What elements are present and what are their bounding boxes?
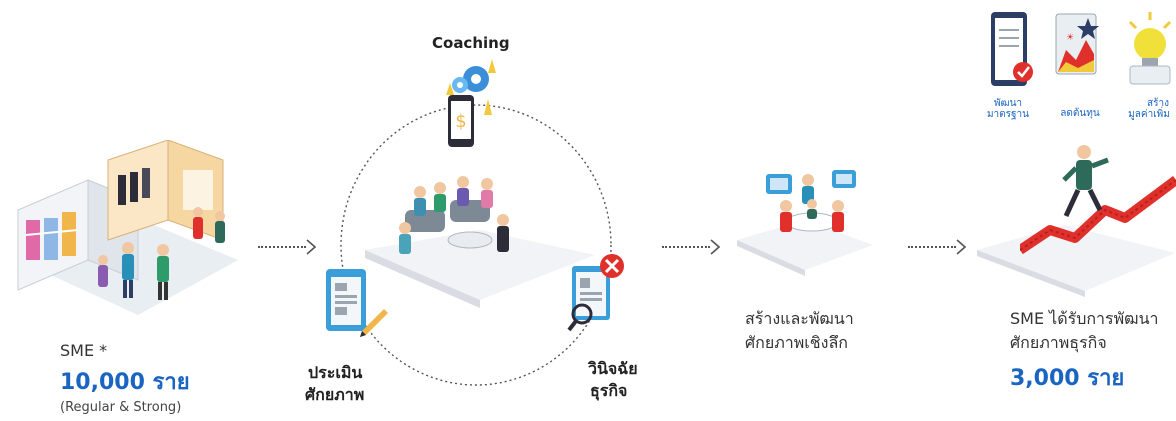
coaching-label: Coaching xyxy=(432,34,510,52)
benefit-standard-label-line1: พัฒนา xyxy=(993,98,1023,109)
value-lightbulb-icon xyxy=(1122,10,1176,90)
result-label-line1: SME ได้รับการพัฒนา xyxy=(1010,309,1159,328)
diagnose-label-line1: วินิจฉัย xyxy=(588,359,638,378)
evaluate-label-line1: ประเมิน xyxy=(308,363,363,382)
cost-reduction-chart-icon: ☀ xyxy=(1048,10,1108,90)
evaluate-label-line2: ศักยภาพ xyxy=(305,385,365,404)
benefit-standard-label-line2: มาตรฐาน xyxy=(986,109,1030,120)
growth-climb-illustration xyxy=(1020,130,1176,260)
flow-arrow-3 xyxy=(908,239,966,255)
develop-label-line2: ศักยภาพเชิงลึก xyxy=(745,333,848,352)
result-label-line2: ศักยภาพธุรกิจ xyxy=(1010,333,1107,352)
sme-note: (Regular & Strong) xyxy=(60,400,182,415)
benefit-cost-label: ลดต้นทุน xyxy=(1060,108,1100,119)
clipboard-pencil-icon xyxy=(322,265,392,345)
benefit-value-label-line1: สร้าง xyxy=(1147,98,1169,109)
team-workshop-illustration xyxy=(762,160,862,250)
cycle-circle xyxy=(336,100,616,390)
standard-clipboard-icon xyxy=(985,8,1037,92)
benefit-value-label-line2: มูลค่าเพิ่ม xyxy=(1128,109,1170,120)
sme-label: SME * xyxy=(60,341,108,360)
coaching-meeting-illustration xyxy=(395,170,525,265)
meeting-platform xyxy=(360,230,600,310)
sme-store-illustration xyxy=(8,140,248,330)
diagnose-label-line2: ธุรกิจ xyxy=(590,381,628,400)
flow-arrow-2 xyxy=(662,239,720,255)
svg-text:☀: ☀ xyxy=(1066,33,1074,43)
result-count: 3,000 ราย xyxy=(1010,366,1125,391)
svg-text:$: $ xyxy=(455,111,466,132)
flow-arrow-1 xyxy=(258,239,316,255)
develop-label-line1: สร้างและพัฒนา xyxy=(745,309,854,328)
diagnose-document-icon xyxy=(566,252,630,338)
sme-count: 10,000 ราย xyxy=(60,370,190,395)
develop-platform xyxy=(735,220,875,280)
coaching-gear-tablet-icon: $ xyxy=(440,55,500,155)
